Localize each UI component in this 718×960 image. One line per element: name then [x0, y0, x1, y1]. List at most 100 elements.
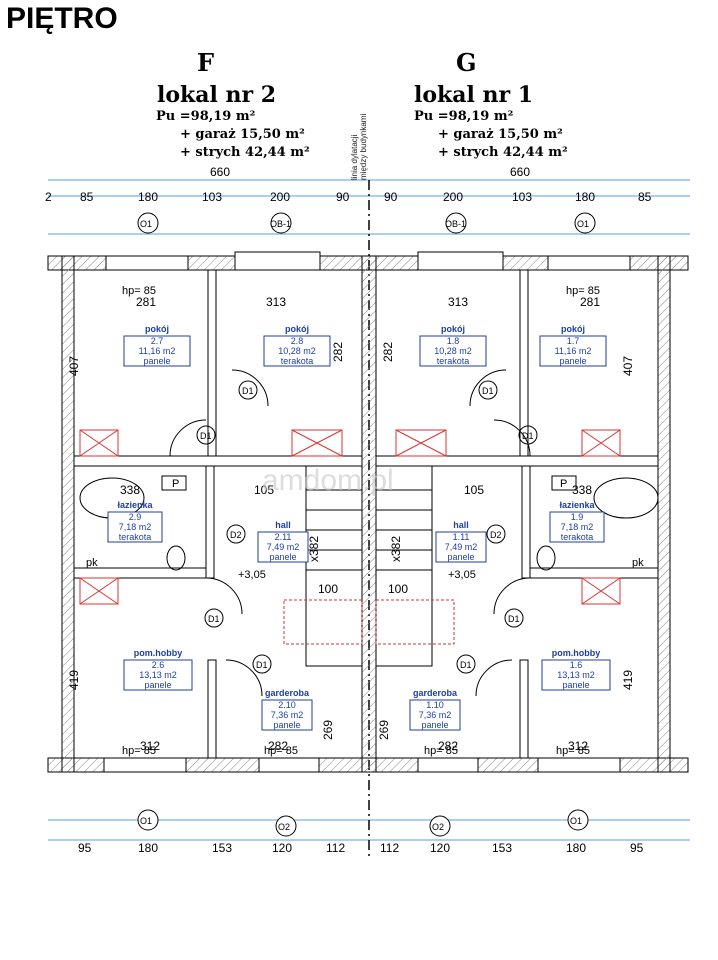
unit-f-garaz: + garaż 15,50 m²: [180, 127, 305, 142]
room-label-box: [123, 659, 193, 691]
dim: 95: [78, 841, 92, 855]
room-name: garderoba: [413, 688, 458, 698]
door-label: D1: [460, 660, 472, 670]
unit-f-top-dims: 2 85 180 103 200 90: [45, 190, 350, 204]
room-name: hall: [453, 520, 469, 530]
window-label: OB-1: [270, 219, 291, 229]
hp-label: hp= 85: [122, 745, 156, 757]
room-name: pokój: [145, 324, 169, 334]
dim: 180: [138, 841, 158, 855]
room-name: pokój: [561, 324, 585, 334]
window-callouts-bottom: O1 O2 O2 O1: [137, 809, 589, 837]
dim: 200: [443, 190, 463, 204]
dim: 313: [266, 295, 286, 309]
room-code: 1.9: [571, 512, 584, 522]
dim: 312: [568, 739, 588, 753]
room-area: 7,49 m2: [445, 542, 478, 552]
window-label: O2: [278, 822, 290, 832]
unit-letter-f: F: [197, 48, 215, 77]
dim: 112: [326, 841, 345, 855]
door-label: D1: [242, 386, 254, 396]
room-floor: panele: [144, 680, 171, 690]
dim: 200: [270, 190, 290, 204]
room-floor: panele: [447, 552, 474, 562]
door-label: D1: [522, 431, 534, 441]
dim: 95: [630, 841, 644, 855]
room-code: 1.7: [567, 336, 580, 346]
room-area: 10,28 m2: [278, 346, 316, 356]
p-label: P: [172, 478, 179, 490]
room-floor: panele: [421, 720, 448, 730]
room-area: 13,13 m2: [557, 670, 595, 680]
room-code: 1.10: [426, 700, 444, 710]
room-area: 10,28 m2: [434, 346, 472, 356]
hp-label: hp= 85: [566, 285, 600, 297]
room-name: hall: [275, 520, 291, 530]
dilatation-label-line2: między budynkami: [359, 114, 368, 180]
door-label: D1: [208, 614, 220, 624]
dim: x382: [389, 536, 403, 562]
window-label: O1: [140, 219, 152, 229]
dim: 90: [384, 190, 398, 204]
dim: 282: [381, 342, 395, 362]
interior-walls: [73, 269, 659, 759]
dim: 153: [492, 841, 512, 855]
window-label: O1: [577, 219, 589, 229]
windows: [103, 251, 631, 773]
staircase: [283, 465, 455, 667]
room-code: 1.6: [570, 660, 583, 670]
dim: 90: [336, 190, 350, 204]
room-label-box: [107, 511, 163, 543]
window-label: O1: [140, 816, 152, 826]
room-label-box: [409, 699, 461, 731]
room-label-box: [123, 335, 191, 367]
room-floor: panele: [269, 552, 296, 562]
dilatation-label: linia dylatacji między budynkami: [350, 114, 368, 180]
dim: 282: [268, 739, 288, 753]
room-name: garderoba: [265, 688, 310, 698]
room-floor: panele: [562, 680, 589, 690]
door-label: D2: [490, 530, 502, 540]
dim: 112: [380, 841, 399, 855]
level-mark: +3,05: [448, 569, 476, 581]
room-label-box: [539, 335, 607, 367]
dim: 281: [136, 295, 156, 309]
unit-g-bottom-dims: 112 120 153 180 95: [380, 841, 644, 855]
dim: 105: [464, 483, 484, 497]
room-floor: terakota: [119, 532, 152, 542]
window-label: O1: [570, 816, 582, 826]
beam-markers: [79, 429, 621, 605]
pk-label: pk: [86, 557, 98, 569]
room-name: łazienka: [117, 500, 153, 510]
level-marks: +3,05 +3,05 pk pk P P hp= 85 hp= 85 hp= …: [86, 285, 644, 757]
door-swings: [169, 369, 531, 697]
unit-f-bottom-dims: 95 180 153 120 112: [78, 841, 345, 855]
hp-label: hp= 85: [264, 745, 298, 757]
dim: x382: [307, 536, 321, 562]
dim: 180: [138, 190, 158, 204]
floor-plan: 660 660 2 85 180 103 200 90 90 200 103 1…: [45, 165, 690, 860]
dim: 120: [430, 841, 450, 855]
dim: 120: [272, 841, 292, 855]
watermark: amdom.pl: [262, 464, 394, 497]
dim: 100: [388, 582, 408, 596]
pk-label: pk: [632, 557, 644, 569]
room-area: 7,36 m2: [271, 710, 304, 720]
room-label-box: [261, 699, 313, 731]
room-name: pom.hobby: [552, 648, 601, 658]
window-callouts-top: O1 OB-1 OB-1 O1: [137, 212, 596, 234]
p-label: P: [560, 478, 567, 490]
room-floor: terakota: [437, 356, 470, 366]
room-name: łazienka: [559, 500, 595, 510]
inner-dimensions: 281 313 313 281 338 338 312 282 282 312 …: [67, 295, 635, 753]
unit-g-strych: + strych 42,44 m²: [438, 145, 568, 160]
room-code: 2.7: [151, 336, 164, 346]
dim: 419: [621, 670, 635, 690]
